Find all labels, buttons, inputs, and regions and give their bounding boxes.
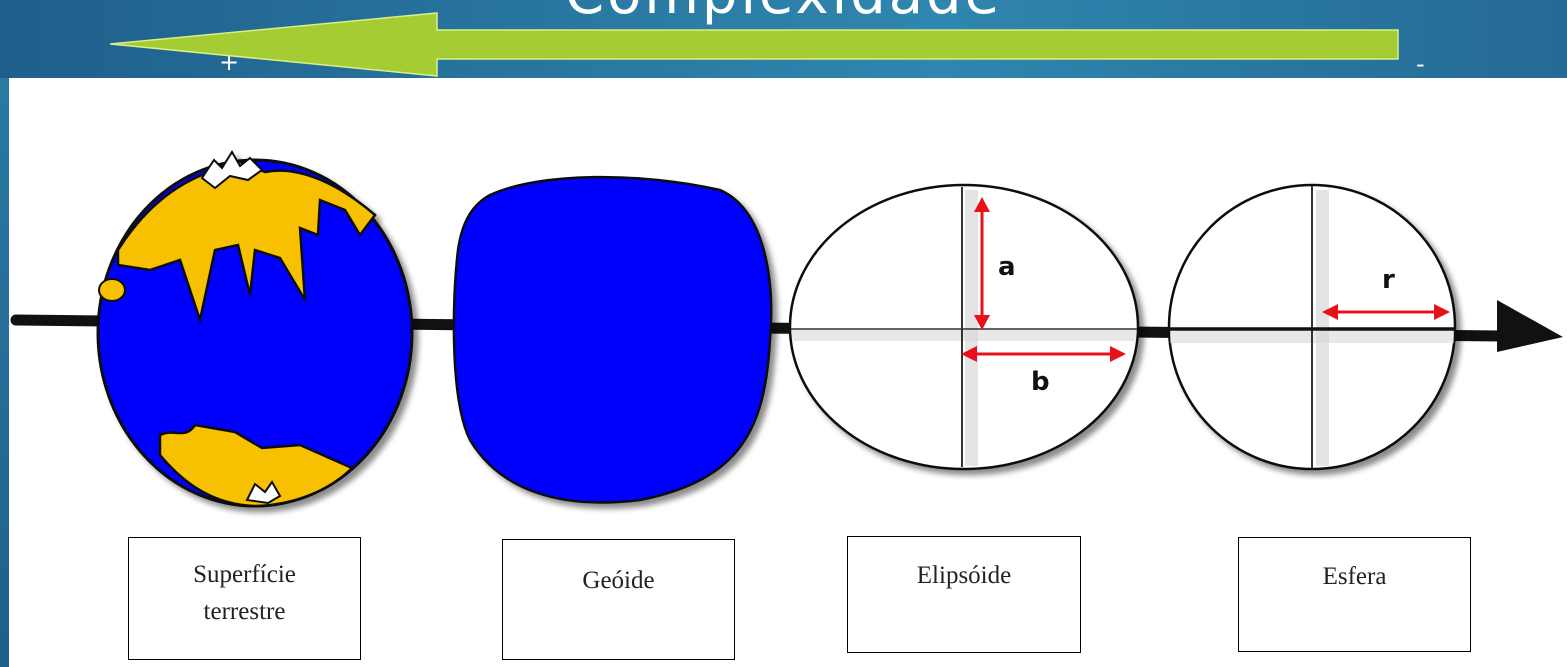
geoid-icon bbox=[452, 175, 773, 504]
ellipsoid-semi-axis-b-label: b bbox=[1031, 367, 1050, 397]
complexity-arrow-icon bbox=[109, 12, 1399, 77]
label-box-ellipsoid: Elipsóide bbox=[847, 536, 1081, 653]
label-geoid: Geóide bbox=[582, 567, 655, 594]
axis-arrowhead-icon bbox=[1497, 300, 1563, 352]
label-ellipsoid: Elipsóide bbox=[916, 562, 1012, 589]
less-complex-label: - bbox=[1416, 50, 1425, 78]
sphere-radius-label: r bbox=[1382, 265, 1395, 295]
label-box-earth-surface: Superfície terrestre bbox=[128, 537, 361, 660]
slide-side-bar bbox=[0, 78, 9, 667]
slide-title: Complexidade bbox=[565, 0, 1002, 27]
label-earth-surface-line2: terrestre bbox=[203, 598, 286, 625]
label-earth-surface-line1: Superfície bbox=[193, 561, 296, 588]
label-sphere: Esfera bbox=[1322, 563, 1387, 590]
ellipsoid-icon: a b bbox=[788, 183, 1140, 471]
ellipsoid-semi-axis-a-label: a bbox=[998, 252, 1016, 282]
earth-surface-icon bbox=[96, 150, 414, 508]
label-box-sphere: Esfera bbox=[1238, 537, 1471, 652]
label-box-geoid: Geóide bbox=[502, 539, 735, 660]
sphere-icon: r bbox=[1167, 183, 1457, 471]
